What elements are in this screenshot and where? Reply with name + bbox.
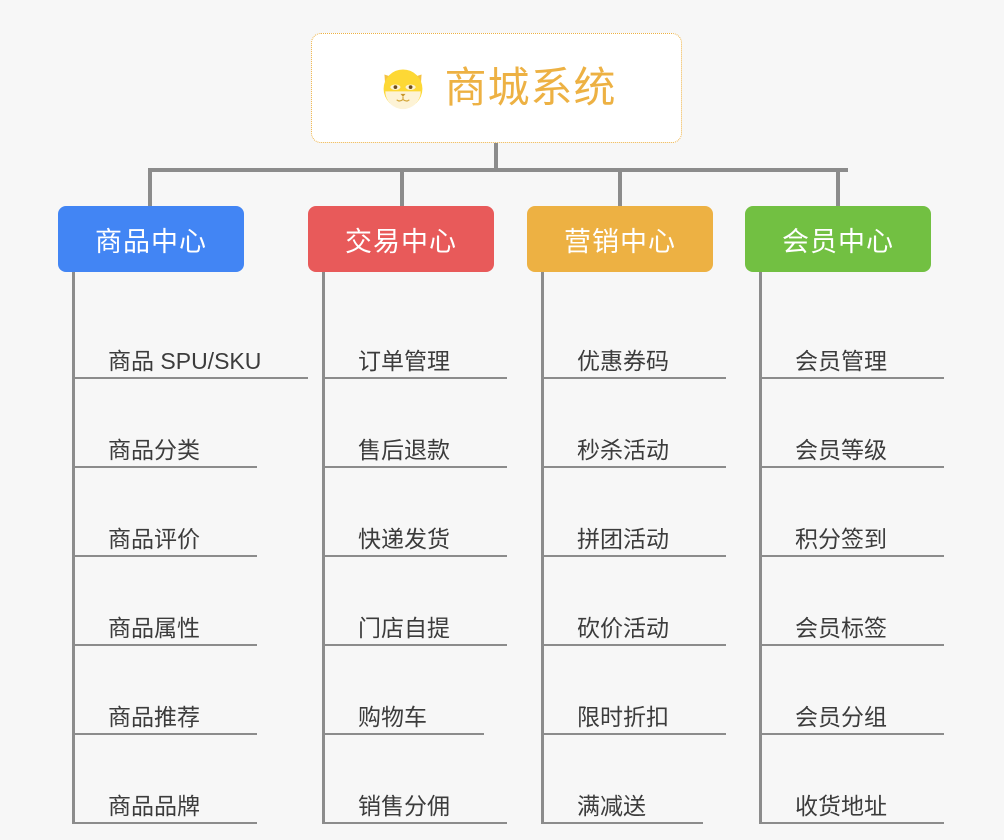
connector-drop-1 <box>148 170 152 210</box>
leaf-underline <box>75 466 257 468</box>
leaf-underline <box>544 466 726 468</box>
leaf-label: 商品分类 <box>108 436 200 463</box>
shiba-dog-face-icon <box>384 69 423 110</box>
list-item[interactable]: 商品推荐 <box>75 646 298 735</box>
category-label-marketing: 营销中心 <box>564 226 676 257</box>
leaf-underline <box>544 644 726 646</box>
leaf-underline <box>325 555 507 557</box>
root-node[interactable]: 商城系统 <box>311 33 682 143</box>
leaf-label: 快递发货 <box>358 525 450 552</box>
list-item[interactable]: 限时折扣 <box>544 646 767 735</box>
leaf-label: 会员等级 <box>795 436 887 463</box>
branch-column-trade: 交易中心 订单管理 售后退款 快递发货 门店自提 购物车 <box>308 206 548 824</box>
list-item[interactable]: 收货地址 <box>762 735 985 824</box>
list-item[interactable]: 订单管理 <box>325 290 548 379</box>
category-box-marketing[interactable]: 营销中心 <box>527 206 713 272</box>
list-item[interactable]: 商品评价 <box>75 468 298 557</box>
leaf-list-member: 会员管理 会员等级 积分签到 会员标签 会员分组 收货地址 <box>759 272 985 824</box>
leaf-underline <box>762 644 944 646</box>
root-title: 商城系统 <box>444 64 617 111</box>
leaf-underline <box>544 822 703 824</box>
leaf-underline <box>75 733 257 735</box>
list-item[interactable]: 满减送 <box>544 735 767 824</box>
branch-column-product: 商品中心 商品 SPU/SKU 商品分类 商品评价 商品属性 商品推荐 <box>58 206 308 824</box>
list-item[interactable]: 商品品牌 <box>75 735 298 824</box>
leaf-list-product: 商品 SPU/SKU 商品分类 商品评价 商品属性 商品推荐 商品品牌 <box>72 272 308 824</box>
leaf-underline <box>762 822 944 824</box>
branch-column-marketing: 营销中心 优惠券码 秒杀活动 拼团活动 砍价活动 限时折扣 <box>527 206 767 824</box>
leaf-list-trade: 订单管理 售后退款 快递发货 门店自提 购物车 销售分佣 <box>322 272 548 824</box>
leaf-underline <box>325 822 507 824</box>
leaf-underline <box>762 466 944 468</box>
list-item[interactable]: 秒杀活动 <box>544 379 767 468</box>
leaf-underline <box>544 377 726 379</box>
leaf-label: 满减送 <box>577 792 646 819</box>
list-item[interactable]: 售后退款 <box>325 379 548 468</box>
leaf-underline <box>75 555 257 557</box>
connector-drop-2 <box>400 170 404 210</box>
leaf-underline <box>762 377 944 379</box>
list-item[interactable]: 优惠券码 <box>544 290 767 379</box>
leaf-label: 会员分组 <box>795 703 887 730</box>
list-item[interactable]: 拼团活动 <box>544 468 767 557</box>
leaf-label: 门店自提 <box>358 614 450 641</box>
list-item[interactable]: 会员等级 <box>762 379 985 468</box>
leaf-underline <box>325 466 507 468</box>
leaf-label: 秒杀活动 <box>577 436 669 463</box>
leaf-underline <box>544 733 726 735</box>
leaf-label: 购物车 <box>358 703 427 730</box>
leaf-label: 商品推荐 <box>108 703 200 730</box>
leaf-label: 积分签到 <box>795 525 887 552</box>
connector-root-stem <box>494 143 498 171</box>
category-box-product[interactable]: 商品中心 <box>58 206 244 272</box>
list-item[interactable]: 商品属性 <box>75 557 298 646</box>
leaf-underline <box>325 644 507 646</box>
category-label-product: 商品中心 <box>95 226 207 257</box>
list-item[interactable]: 购物车 <box>325 646 548 735</box>
list-item[interactable]: 会员管理 <box>762 290 985 379</box>
leaf-label: 收货地址 <box>795 792 887 819</box>
list-item[interactable]: 会员标签 <box>762 557 985 646</box>
connector-drop-4 <box>836 170 840 210</box>
leaf-underline <box>762 733 944 735</box>
connector-drop-3 <box>618 170 622 210</box>
leaf-label: 售后退款 <box>358 436 450 463</box>
leaf-underline <box>544 555 726 557</box>
list-item[interactable]: 门店自提 <box>325 557 548 646</box>
list-item[interactable]: 积分签到 <box>762 468 985 557</box>
leaf-label: 优惠券码 <box>577 347 669 374</box>
list-item[interactable]: 会员分组 <box>762 646 985 735</box>
leaf-label: 销售分佣 <box>358 792 450 819</box>
leaf-label: 会员管理 <box>795 347 887 374</box>
leaf-underline <box>325 377 507 379</box>
leaf-label: 商品 SPU/SKU <box>108 347 262 374</box>
category-label-member: 会员中心 <box>782 226 894 257</box>
leaf-label: 限时折扣 <box>577 703 669 730</box>
leaf-label: 拼团活动 <box>577 525 669 552</box>
leaf-underline <box>75 377 308 379</box>
branch-column-member: 会员中心 会员管理 会员等级 积分签到 会员标签 会员分组 <box>745 206 985 824</box>
list-item[interactable]: 销售分佣 <box>325 735 548 824</box>
leaf-label: 砍价活动 <box>577 614 669 641</box>
leaf-underline <box>762 555 944 557</box>
category-box-trade[interactable]: 交易中心 <box>308 206 494 272</box>
list-item[interactable]: 商品 SPU/SKU <box>75 290 308 379</box>
leaf-label: 商品评价 <box>108 525 200 552</box>
category-label-trade: 交易中心 <box>345 226 457 257</box>
leaf-underline <box>75 822 257 824</box>
leaf-label: 商品品牌 <box>108 792 200 819</box>
leaf-label: 会员标签 <box>795 614 887 641</box>
category-box-member[interactable]: 会员中心 <box>745 206 931 272</box>
list-item[interactable]: 砍价活动 <box>544 557 767 646</box>
connector-horizontal-bar <box>148 168 848 172</box>
leaf-label: 订单管理 <box>358 347 450 374</box>
leaf-label: 商品属性 <box>108 614 200 641</box>
leaf-list-marketing: 优惠券码 秒杀活动 拼团活动 砍价活动 限时折扣 满减送 <box>541 272 767 824</box>
leaf-underline <box>325 733 484 735</box>
leaf-underline <box>75 644 257 646</box>
list-item[interactable]: 商品分类 <box>75 379 298 468</box>
list-item[interactable]: 快递发货 <box>325 468 548 557</box>
